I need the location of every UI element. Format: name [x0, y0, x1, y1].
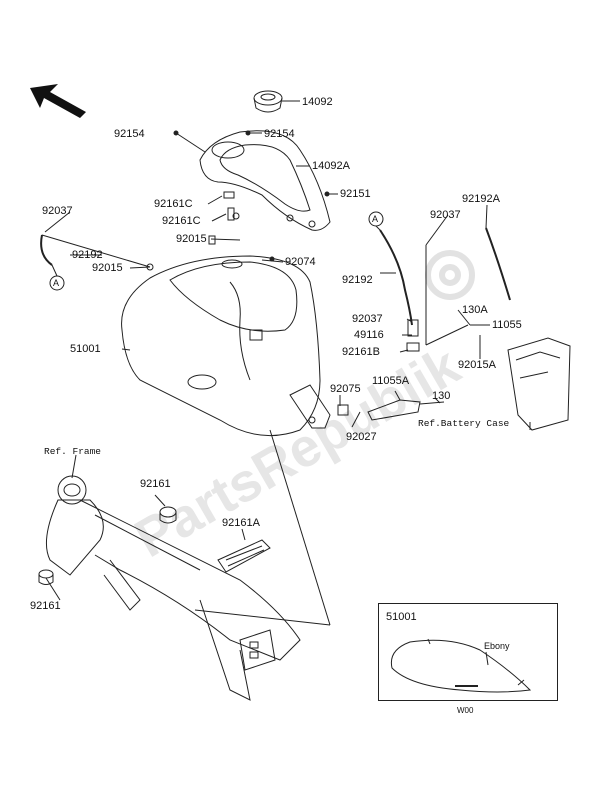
inset-color-label: Ebony	[484, 641, 510, 651]
label-14092A: 14092A	[312, 160, 350, 172]
valve-part	[407, 319, 419, 337]
front-direction-arrow-icon	[30, 84, 86, 118]
label-130: 130	[432, 390, 451, 402]
label-92192A: 92192A	[462, 193, 500, 205]
battery-case-part	[507, 337, 571, 431]
label-92015-left: 92015	[92, 262, 123, 274]
pump-bracket-part	[367, 399, 421, 421]
label-92161A: 92161A	[222, 517, 260, 529]
fuel-cap-part	[253, 90, 283, 113]
label-92151: 92151	[340, 188, 371, 200]
label-92192-left: 92192	[72, 249, 103, 261]
label-11055A: 11055A	[372, 375, 410, 387]
label-11055: 11055	[492, 319, 522, 331]
inset-color-code: W00	[457, 706, 474, 715]
label-51001: 51001	[70, 343, 101, 355]
frame-part	[45, 475, 301, 701]
watermark: PartsRepublik	[125, 335, 470, 569]
label-92154-right: 92154	[264, 128, 295, 140]
label-92161-top: 92161	[140, 478, 171, 490]
label-92161B: 92161B	[342, 346, 380, 358]
hose-part	[40, 234, 53, 266]
pad-part	[217, 539, 271, 573]
label-92161C-a: 92161C	[154, 198, 193, 210]
label-92154-left: 92154	[114, 128, 145, 140]
label-circle-a-right: A	[372, 214, 379, 224]
label-92075: 92075	[330, 383, 361, 395]
label-92074: 92074	[285, 256, 316, 268]
label-14092: 14092	[302, 96, 333, 108]
label-circle-a-left: A	[53, 278, 60, 288]
label-92015-top: 92015	[176, 233, 207, 245]
label-92192-right: 92192	[342, 274, 373, 286]
fuel-tank-part	[121, 255, 321, 437]
rubber-damper-part	[38, 506, 177, 585]
label-92015A: 92015A	[458, 359, 496, 371]
label-92037-right: 92037	[430, 209, 461, 221]
label-92037-mid: 92037	[352, 313, 383, 325]
color-variant-inset	[378, 603, 558, 701]
hose-part	[379, 229, 413, 326]
label-92027: 92027	[346, 431, 377, 443]
label-ref-battery-case: Ref.Battery Case	[418, 418, 510, 429]
hose-part	[485, 227, 511, 301]
inset-part-number: 51001	[386, 611, 417, 623]
tank-cover-part	[199, 130, 331, 231]
inset-tank-part	[390, 638, 532, 693]
watermark-gear-icon	[425, 250, 475, 300]
label-49116: 49116	[354, 329, 384, 341]
label-ref-frame: Ref. Frame	[44, 446, 102, 457]
clip-part	[223, 191, 235, 199]
label-92161C-b: 92161C	[162, 215, 201, 227]
clip-part	[227, 207, 235, 221]
label-92161-bottom: 92161	[30, 600, 61, 612]
label-130A: 130A	[462, 304, 488, 316]
tank-bracket-part	[289, 384, 331, 429]
label-92037-top-left: 92037	[42, 205, 73, 217]
leader-lines	[44, 100, 531, 626]
grommet-part	[208, 235, 216, 245]
